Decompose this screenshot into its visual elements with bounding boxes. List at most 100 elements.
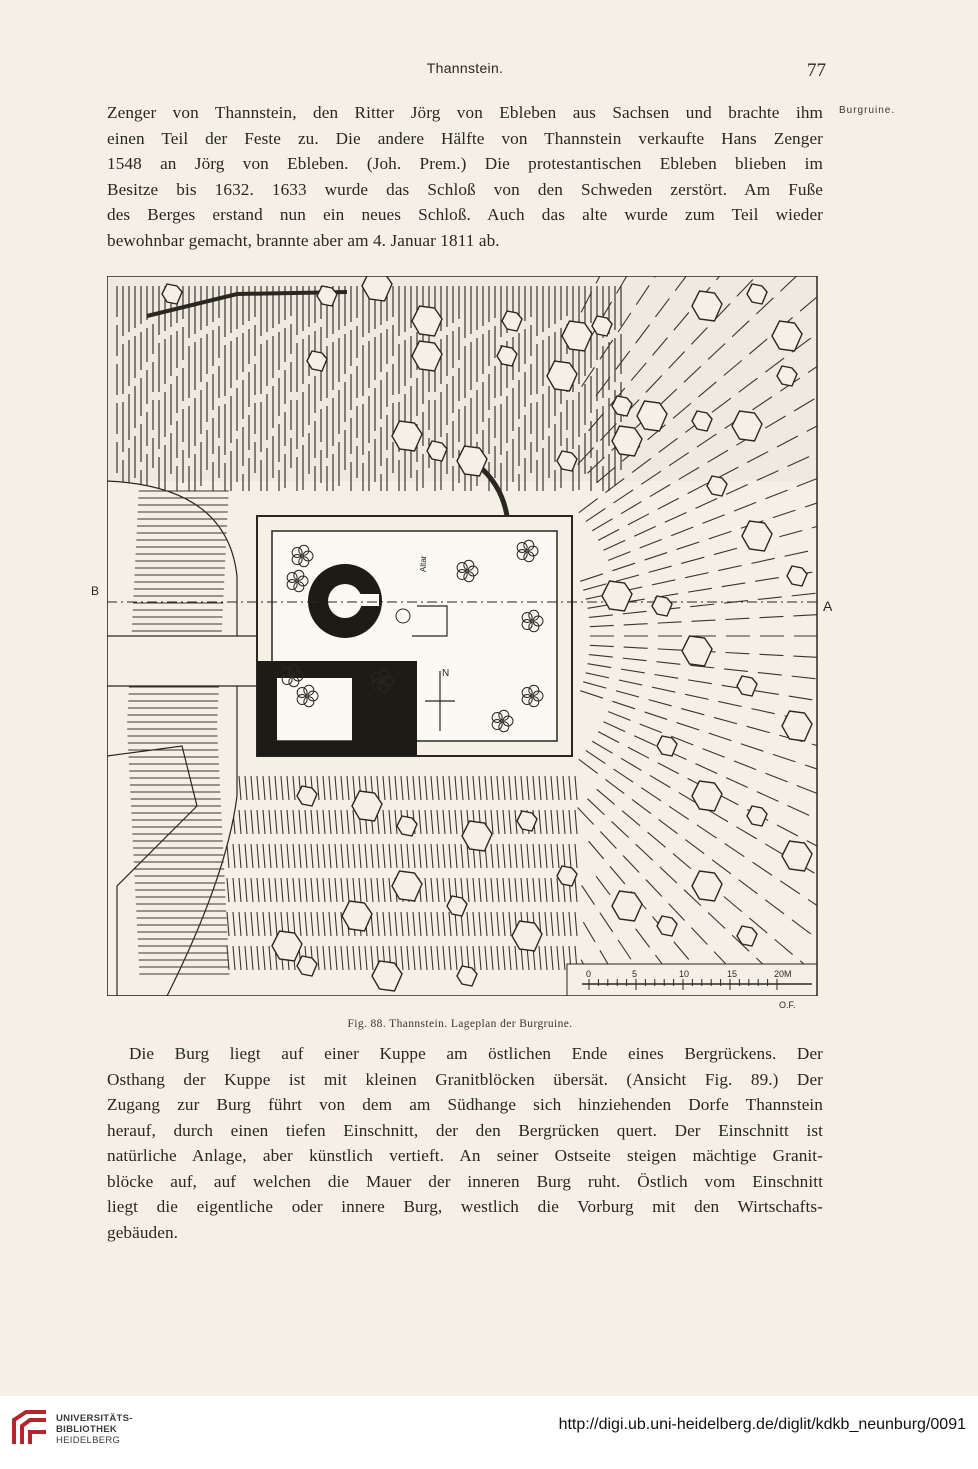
slope-hachure: [424, 911, 428, 937]
slope-hachure: [250, 911, 254, 937]
slope-hachure: [256, 877, 260, 903]
slope-hachure: [322, 911, 326, 937]
library-name: UNIVERSITÄTS- BIBLIOTHEK HEIDELBERG: [56, 1413, 133, 1446]
slope-hachure: [659, 388, 678, 406]
slope-hachure: [442, 877, 446, 903]
source-url-link[interactable]: http://digi.ub.uni-heidelberg.de/diglit/…: [558, 1416, 966, 1433]
slope-hachure: [322, 775, 326, 801]
slope-hachure: [738, 377, 758, 393]
granite-boulder: [611, 395, 633, 417]
slope-hachure: [597, 528, 620, 541]
slope-hachure: [633, 525, 657, 537]
slope-hachure: [589, 644, 614, 648]
slope-hachure: [334, 809, 338, 835]
slope-hachure: [424, 877, 428, 903]
slope-hachure: [376, 911, 380, 937]
slope-hachure: [613, 489, 634, 504]
slope-hachure: [644, 711, 668, 720]
slope-hachure: [639, 538, 663, 549]
slope-hachure: [581, 885, 595, 906]
text-line: Die Burg liegt auf einer Kuppe am östlic…: [129, 1044, 823, 1063]
text-line: natürliche Anlage, aber künstlich vertie…: [107, 1146, 823, 1165]
tree-symbol: [498, 709, 510, 721]
slope-hachure: [370, 877, 374, 903]
slope-hachure: [654, 298, 670, 318]
slope-hachure: [580, 291, 593, 313]
slope-hachure: [608, 711, 631, 721]
slope-hachure: [627, 513, 650, 526]
granite-boulder: [501, 310, 523, 332]
slope-hachure: [286, 809, 290, 835]
slope-hachure: [685, 572, 709, 579]
slope-hachure: [496, 809, 500, 835]
slope-hachure: [304, 843, 308, 869]
slope-hachure: [562, 809, 566, 835]
tree-symbol: [303, 684, 315, 696]
slope-hachure: [755, 576, 779, 582]
tree-symbol: [521, 611, 533, 623]
slope-hachure: [436, 843, 440, 869]
library-name-line: UNIVERSITÄTS-: [56, 1413, 133, 1424]
tree-symbol: [296, 694, 308, 706]
slope-hachure: [376, 877, 380, 903]
slope-hachure: [334, 911, 338, 937]
slope-hachure: [244, 775, 248, 801]
slope-hachure: [611, 821, 629, 838]
tree-symbol: [528, 696, 540, 708]
slope-hachure: [292, 809, 296, 835]
slope-hachure: [496, 945, 500, 971]
tree-symbol: [532, 615, 544, 627]
granite-boulder: [306, 350, 328, 372]
slope-hachure: [793, 398, 815, 412]
slope-hachure: [818, 544, 823, 549]
granite-boulder: [556, 450, 578, 472]
section-label-b: B: [91, 584, 100, 598]
granite-boulder: [611, 890, 643, 922]
slope-hachure: [752, 396, 773, 411]
slope-hachure: [725, 777, 749, 788]
slope-hachure: [538, 843, 542, 869]
slope-hachure: [502, 945, 506, 971]
text-line: herauf, durch einen tiefen Einschnitt, d…: [107, 1120, 823, 1140]
library-name-line: BIBLIOTHEK: [56, 1424, 118, 1435]
slope-hachure: [274, 809, 278, 835]
slope-hachure: [316, 911, 320, 937]
slope-hachure: [538, 775, 542, 801]
text-line: Osthang der Kuppe ist mit kleinen Granit…: [107, 1069, 823, 1089]
slope-hachure: [631, 457, 652, 473]
slope-hachure: [346, 945, 350, 971]
slope-hachure: [733, 760, 757, 771]
granite-boulder: [351, 790, 383, 822]
granite-boulder: [511, 920, 543, 952]
slope-hachure: [472, 775, 476, 801]
slope-hachure: [581, 366, 595, 387]
slope-hachure: [250, 809, 254, 835]
granite-boulder: [271, 930, 303, 962]
slope-hachure: [316, 877, 320, 903]
slope-hachure: [811, 525, 817, 529]
slope-hachure: [596, 467, 616, 484]
slope-hachure: [672, 853, 692, 870]
slope-hachure: [698, 381, 717, 398]
slope-hachure: [328, 877, 332, 903]
slope-hachure: [544, 945, 548, 971]
slope-hachure: [454, 911, 458, 937]
slope-hachure: [578, 758, 598, 774]
slope-hachure: [645, 375, 663, 393]
slope-hachure: [364, 877, 368, 903]
slope-hachure: [574, 775, 578, 801]
slope-hachure: [370, 843, 374, 869]
granite-boulder: [296, 955, 318, 977]
slope-hachure: [418, 809, 422, 835]
slope-hachure: [562, 945, 566, 971]
slope-hachure: [791, 592, 816, 597]
slope-hachure: [520, 877, 524, 903]
tree-symbol: [456, 569, 468, 581]
slope-hachure: [764, 843, 786, 857]
slope-hachure: [664, 511, 687, 523]
granite-boulder: [786, 565, 808, 587]
slope-hachure: [274, 911, 278, 937]
slope-hachure: [496, 877, 500, 903]
slope-hachure: [358, 877, 362, 903]
slope-hachure: [400, 945, 404, 971]
